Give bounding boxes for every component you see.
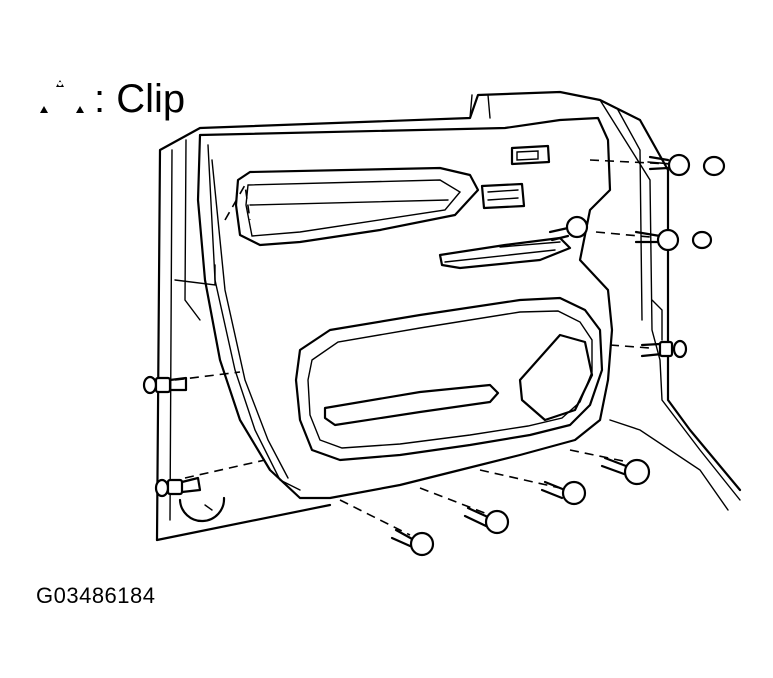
clip-cap-top-right xyxy=(702,155,726,177)
screw-bottom-3 xyxy=(540,480,587,506)
figure-code: G03486184 xyxy=(36,583,156,608)
screw-handle xyxy=(548,215,589,242)
screw-bottom-right xyxy=(600,456,651,486)
clip-cap-upper-right xyxy=(691,230,713,250)
clip-triangle-icon xyxy=(40,80,84,113)
clip-mid-right xyxy=(640,339,688,359)
screw-top-right xyxy=(647,153,691,177)
screw-upper-right xyxy=(634,228,680,252)
screw-bottom-2 xyxy=(463,506,510,535)
clip-left-lower xyxy=(154,476,202,498)
screw-bottom-1 xyxy=(390,528,435,557)
clip-legend-label: : Clip xyxy=(94,77,186,121)
clip-legend: : Clip xyxy=(34,74,185,124)
clip-left-upper xyxy=(142,375,188,395)
leader-lines xyxy=(174,159,671,536)
door-trim-panel xyxy=(196,116,614,500)
